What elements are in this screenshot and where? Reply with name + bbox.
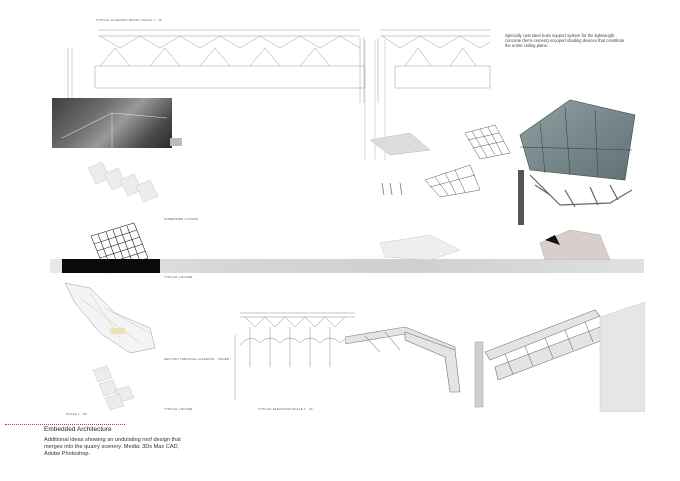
structural-note: Specially cast steel truss support syste… <box>505 33 625 48</box>
louvre-panels-upper <box>87 161 159 203</box>
caption-body: Additional ideas showing an undulating r… <box>44 437 181 457</box>
label-section-cladding: SECTION THROUGH CLADDING - UNDER <box>164 357 230 361</box>
caption-divider <box>5 424 125 425</box>
label-typical-louvre-1: TYPICAL LOUVRE <box>164 275 193 279</box>
truss-elevation-drawing <box>67 29 491 103</box>
truss-section-drawing <box>234 312 356 400</box>
horizon-band <box>50 259 644 273</box>
label-typical-louvre-2: TYPICAL LOUVRE <box>164 407 193 411</box>
label-underside-louvre: UNDERSIDE LOUVRE <box>164 217 199 221</box>
black-section-block <box>62 259 160 273</box>
scale-label-left: SCALE 1 : 50 <box>66 412 87 416</box>
scale-label-mid: TYPICAL ELEVATION SCALE 1 : 20 <box>258 407 313 411</box>
caption-title: Embedded Architecture <box>44 426 112 433</box>
drawing-label-top-left: TYPICAL CLADDING DETAIL SCALE 1 : 20 <box>96 18 162 22</box>
photo-frame-overlay <box>61 112 182 148</box>
roof-canopy-render <box>370 99 636 260</box>
cladding-section-drawing <box>64 282 156 354</box>
steel-truss-render <box>345 301 645 412</box>
louvre-panels-lower <box>92 365 135 411</box>
